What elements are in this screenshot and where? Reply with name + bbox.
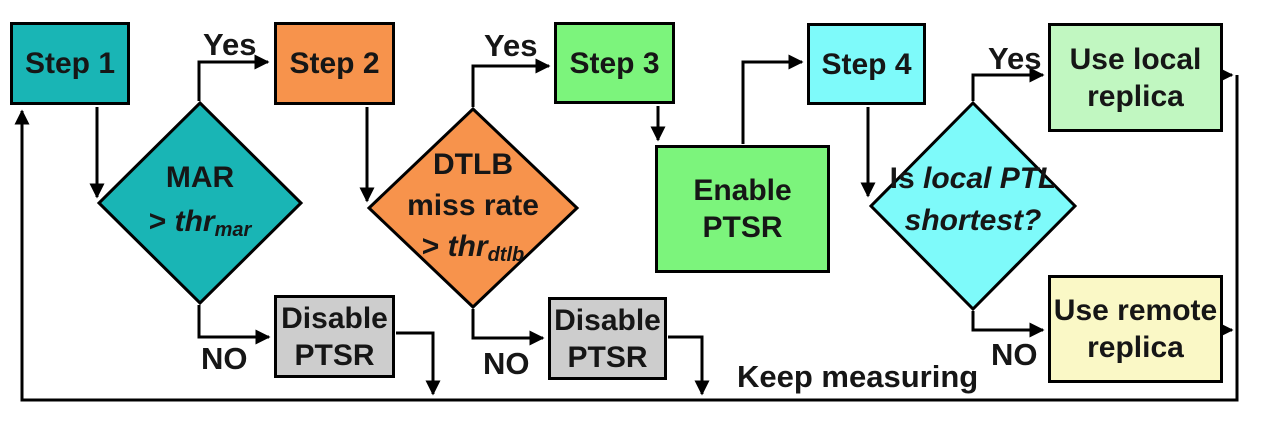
node-use-local-replica: Use local replica bbox=[1048, 23, 1223, 132]
edge-decision-dtlb-no-to-disable-ptsr-2 bbox=[471, 309, 545, 346]
decision-dtlb-line1: DTLB bbox=[369, 144, 577, 185]
decision-mar-text: MAR > thrmar bbox=[99, 156, 301, 244]
node-enable-ptsr: Enable PTSR bbox=[655, 145, 830, 273]
node-enable-ptsr-line2: PTSR bbox=[702, 211, 783, 244]
decision-dtlb-variable: thr bbox=[447, 230, 488, 263]
decision-mar-subscript: mar bbox=[214, 219, 252, 241]
decision-local-ptl-line2: shortest? bbox=[871, 200, 1075, 242]
decision-dtlb-operator: > bbox=[421, 230, 448, 263]
decision-mar-line1-text: MAR bbox=[165, 161, 235, 194]
node-step2: Step 2 bbox=[274, 22, 395, 105]
decision-dtlb-line1-text: DTLB bbox=[433, 148, 513, 181]
node-disable-ptsr-1-line2: PTSR bbox=[294, 338, 375, 372]
edge-disable-ptsr-1-to-loop bbox=[396, 331, 441, 396]
decision-local-ptl-italic1: local PTL bbox=[923, 162, 1057, 195]
decision-local-ptl-text: Is local PTL shortest? bbox=[871, 158, 1075, 242]
decision-dtlb-line3: > thrdtlb bbox=[369, 226, 577, 267]
edge-decision-mar-no-to-disable-ptsr-1 bbox=[197, 305, 271, 345]
decision-mar-line2: > thrmar bbox=[99, 200, 301, 244]
decision-mar-variable: thr bbox=[174, 205, 215, 238]
label-yes-2: Yes bbox=[484, 28, 538, 63]
decision-dtlb-line2: miss rate bbox=[369, 185, 577, 226]
label-no-1: NO bbox=[201, 341, 248, 376]
edge-loop-return-to-step1 bbox=[14, 75, 1239, 402]
decision-local-ptl-lead: Is bbox=[889, 162, 923, 195]
node-step4-label: Step 4 bbox=[821, 47, 912, 81]
node-disable-ptsr-1-line1: Disable bbox=[281, 301, 388, 335]
decision-dtlb-subscript: dtlb bbox=[487, 244, 525, 266]
node-use-remote-replica: Use remote replica bbox=[1048, 275, 1223, 383]
edge-decision-mar-yes-to-step2 bbox=[197, 54, 270, 101]
node-use-local-replica-line1: Use local bbox=[1069, 42, 1202, 76]
node-step3: Step 3 bbox=[554, 22, 675, 104]
node-use-local-replica-line2: replica bbox=[1087, 79, 1184, 113]
edge-decision-ptl-no-to-use-remote bbox=[971, 311, 1045, 338]
label-keep-measuring: Keep measuring bbox=[737, 359, 979, 394]
label-yes-1: Yes bbox=[203, 27, 257, 62]
decision-dtlb-diamond bbox=[366, 106, 580, 310]
node-step2-label: Step 2 bbox=[289, 47, 380, 80]
edge-decision-dtlb-yes-to-step3 bbox=[471, 58, 551, 107]
decision-dtlb-text: DTLB miss rate > thrdtlb bbox=[369, 144, 577, 267]
label-no-2: NO bbox=[483, 346, 530, 381]
decision-mar-line1: MAR bbox=[99, 156, 301, 200]
node-use-remote-replica-line1: Use remote bbox=[1053, 294, 1218, 327]
edge-enable-ptsr-to-step4 bbox=[741, 54, 804, 144]
node-step1: Step 1 bbox=[10, 22, 130, 105]
decision-dtlb-line2-text: miss rate bbox=[407, 189, 539, 222]
node-disable-ptsr-2-line2: PTSR bbox=[567, 340, 648, 374]
node-step4: Step 4 bbox=[807, 23, 926, 105]
decision-local-ptl-line1: Is local PTL bbox=[871, 158, 1075, 200]
node-disable-ptsr-2-line1: Disable bbox=[554, 303, 661, 337]
label-yes-3: Yes bbox=[988, 41, 1042, 76]
decision-mar-diamond bbox=[96, 100, 304, 306]
node-step1-label: Step 1 bbox=[24, 47, 116, 80]
node-step3-label: Step 3 bbox=[569, 46, 660, 80]
decision-local-ptl-diamond bbox=[868, 100, 1078, 312]
decision-mar-operator: > bbox=[148, 205, 175, 238]
node-use-remote-replica-line2: replica bbox=[1087, 331, 1184, 364]
node-disable-ptsr-2: Disable PTSR bbox=[548, 297, 667, 380]
edge-decision-ptl-yes-to-use-local bbox=[971, 67, 1045, 101]
edge-disable-ptsr-2-to-loop bbox=[668, 335, 710, 396]
label-no-3: NO bbox=[991, 337, 1038, 372]
decision-local-ptl-italic2: shortest? bbox=[904, 204, 1042, 237]
node-disable-ptsr-1: Disable PTSR bbox=[274, 295, 395, 378]
node-enable-ptsr-line1: Enable bbox=[693, 174, 792, 207]
